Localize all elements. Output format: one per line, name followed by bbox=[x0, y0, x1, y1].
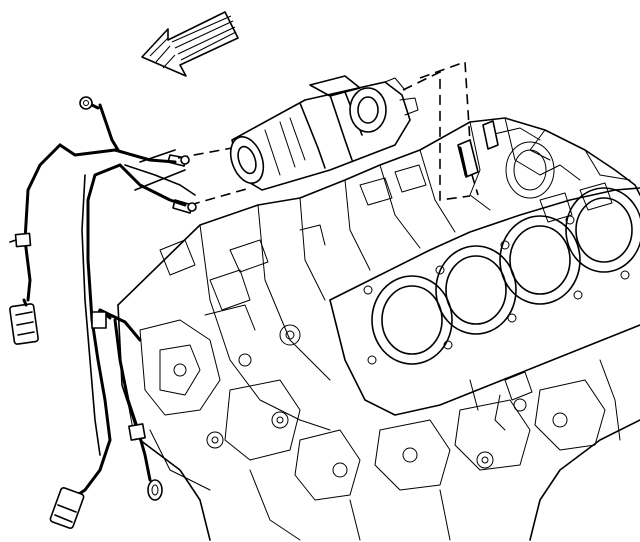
ring-terminals bbox=[79, 96, 197, 501]
harness-connectors bbox=[9, 232, 146, 529]
mounting-bolts bbox=[167, 120, 499, 214]
cylinder-bore-1 bbox=[371, 275, 453, 365]
ring-terminal-starter bbox=[180, 155, 197, 212]
mounting-bolt-upper bbox=[457, 139, 479, 178]
harness-connector-plug-left bbox=[9, 298, 39, 345]
wiring-harness bbox=[23, 98, 196, 502]
starter-motor bbox=[177, 60, 479, 206]
harness-connector-clip-lower bbox=[128, 423, 146, 441]
harness-connector-clip-mid bbox=[91, 311, 107, 329]
head-bolt-holes bbox=[363, 215, 630, 365]
engine-block bbox=[117, 117, 640, 541]
mounting-bolt-lower bbox=[482, 120, 499, 150]
mounting-bolt-harness-lower bbox=[172, 199, 193, 214]
mounting-bolt-harness-upper bbox=[167, 154, 187, 167]
cylinder-bore-3 bbox=[499, 215, 581, 305]
cylinder-bore-2 bbox=[435, 245, 517, 335]
direction-arrow-icon bbox=[141, 11, 239, 77]
block-fittings bbox=[173, 224, 621, 478]
ring-terminal-top bbox=[79, 96, 93, 110]
cylinder-bore-4 bbox=[565, 187, 640, 273]
cylinder-bore-rear bbox=[505, 141, 555, 199]
ring-terminal-bottom bbox=[147, 479, 163, 501]
cylinder-bores bbox=[363, 141, 640, 365]
harness-connector-plug-bottom bbox=[49, 487, 85, 529]
harness-connector-clip-upper bbox=[9, 232, 32, 248]
